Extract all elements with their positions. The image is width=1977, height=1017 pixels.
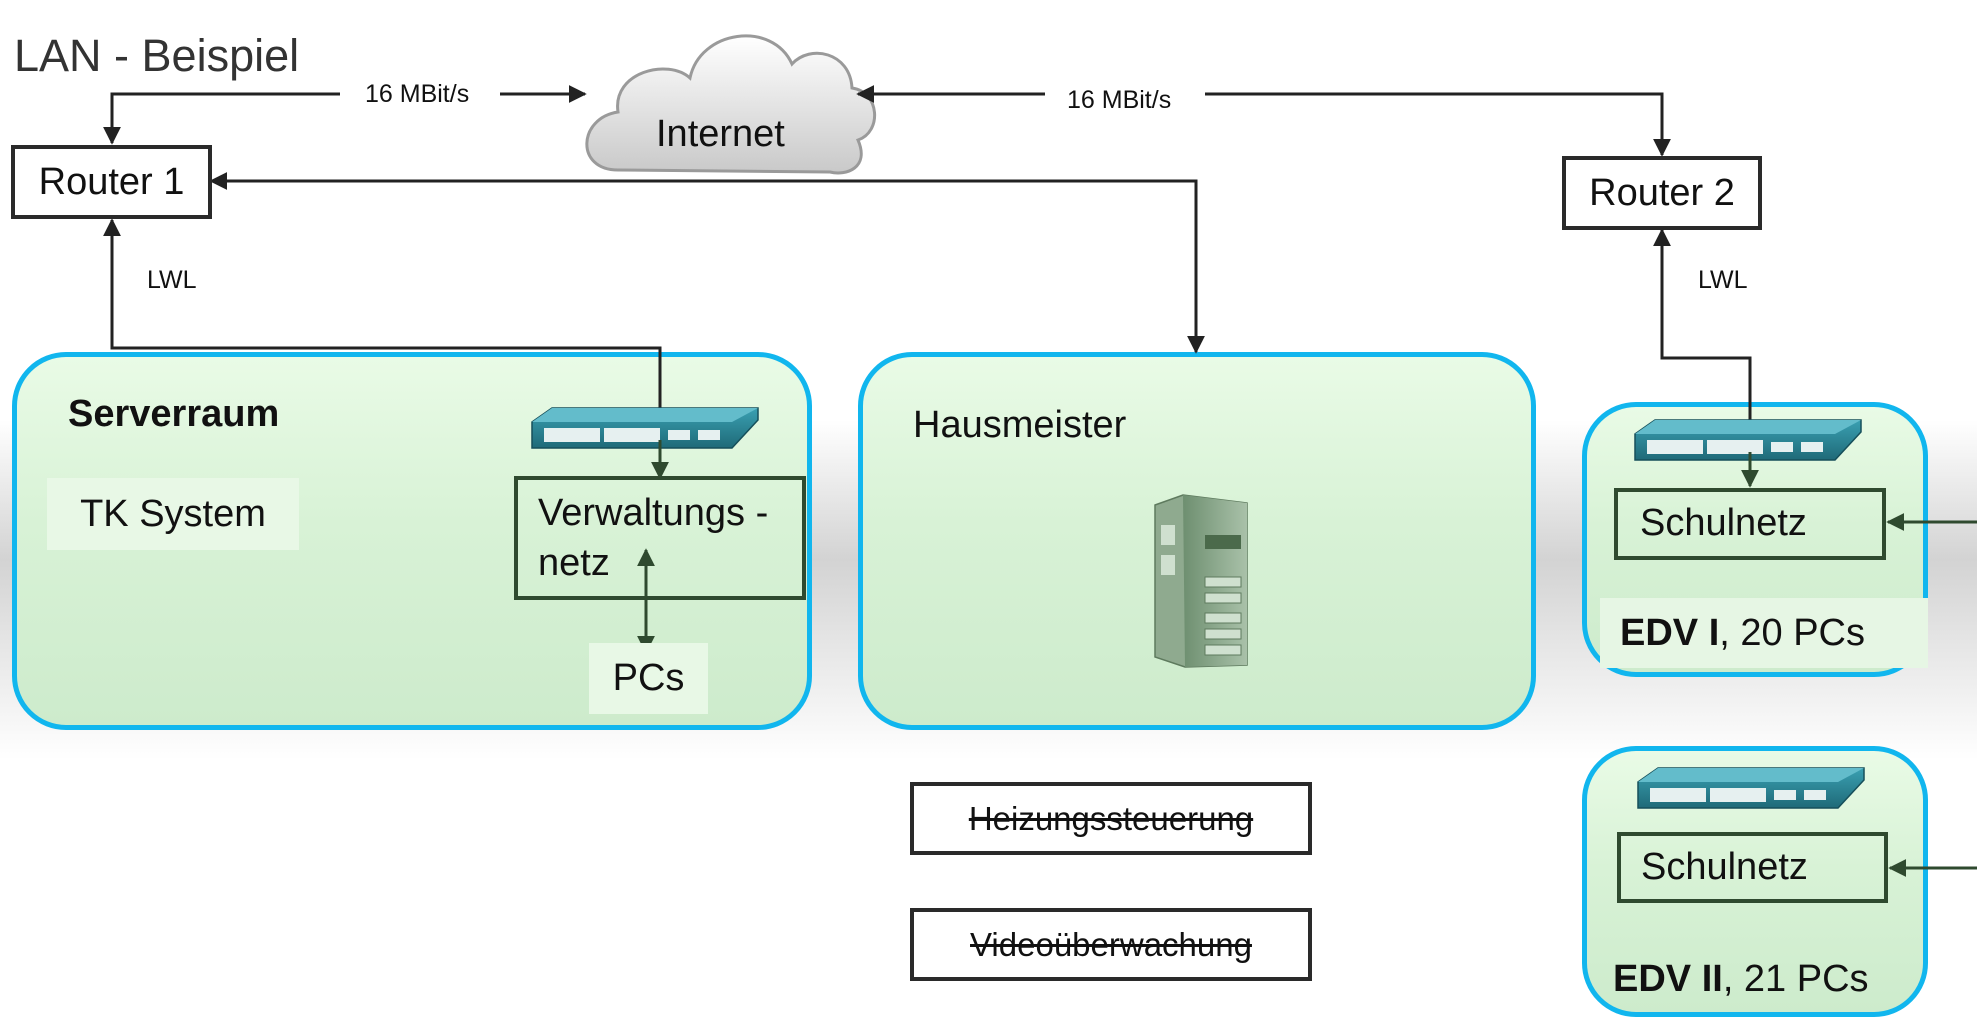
- heizungssteuerung-box: Heizungssteuerung: [910, 782, 1312, 855]
- page-title: LAN - Beispiel: [14, 30, 300, 81]
- verwaltungsnetz-box: Verwaltungs - netz: [514, 476, 806, 600]
- schulnetz-box-edv2: Schulnetz: [1617, 832, 1888, 903]
- link-router1-hausmeister: [209, 172, 1205, 354]
- router-1: Router 1: [11, 145, 212, 219]
- link-internet-router2: [856, 85, 1671, 157]
- edv2-label: EDV II, 21 PCs: [1613, 958, 1869, 1001]
- rate-label-router2: 16 MBit/s: [1067, 86, 1172, 114]
- rate-label-router1: 16 MBit/s: [365, 80, 470, 108]
- network-switch-icon: [531, 407, 759, 449]
- edv1-name: EDV I: [1620, 611, 1720, 654]
- internet-label: Internet: [656, 113, 785, 155]
- link-router2-lwl: [1653, 228, 1752, 420]
- link-router1-internet: [103, 85, 587, 145]
- link-router1-lwl: [103, 218, 662, 412]
- schulnetz-box-edv1: Schulnetz: [1614, 488, 1886, 560]
- pcs-tile: PCs: [589, 643, 708, 714]
- arrow-icon: [637, 440, 1977, 877]
- router-2: Router 2: [1562, 156, 1762, 230]
- server-tower-icon: [1154, 494, 1248, 668]
- network-switch-icon: [1637, 767, 1865, 809]
- videoueberwachung-box: Videoüberwachung: [910, 908, 1312, 981]
- verwaltungsnetz-label-line1: Verwaltungs -: [538, 492, 769, 534]
- verwaltungsnetz-label-line2: netz: [538, 542, 610, 584]
- edv2-name: EDV II: [1613, 958, 1723, 1000]
- lwl-label-router2: LWL: [1698, 266, 1748, 294]
- tk-system: TK System: [47, 478, 299, 550]
- serverraum-title: Serverraum: [68, 393, 280, 435]
- edv2-count: , 21 PCs: [1722, 958, 1869, 1000]
- lwl-label-router1: LWL: [147, 266, 197, 294]
- edv1-count: , 20 PCs: [1719, 611, 1865, 654]
- cloud-icon: [585, 34, 876, 175]
- hausmeister-title: Hausmeister: [913, 404, 1127, 446]
- edv1-label: EDV I, 20 PCs: [1600, 598, 1928, 668]
- network-switch-icon: [1634, 419, 1862, 461]
